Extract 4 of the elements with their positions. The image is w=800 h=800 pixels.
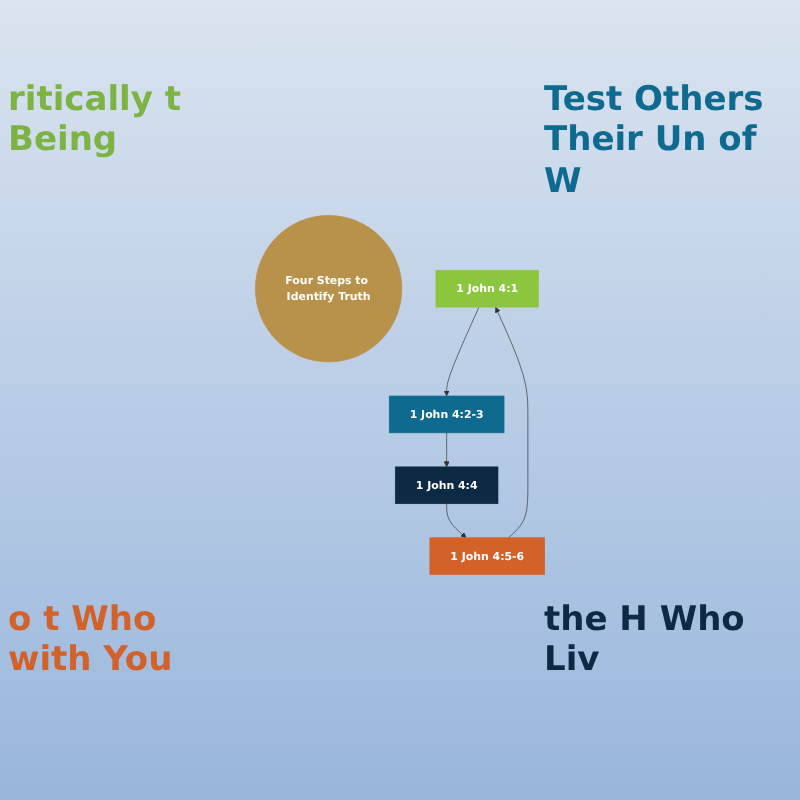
step-label: o t Who with You bbox=[8, 600, 175, 682]
step-label: the H Who Liv bbox=[544, 600, 747, 682]
step-label: Test Others Their Un of W bbox=[544, 80, 766, 203]
step-label: ritically t Being bbox=[8, 80, 183, 162]
